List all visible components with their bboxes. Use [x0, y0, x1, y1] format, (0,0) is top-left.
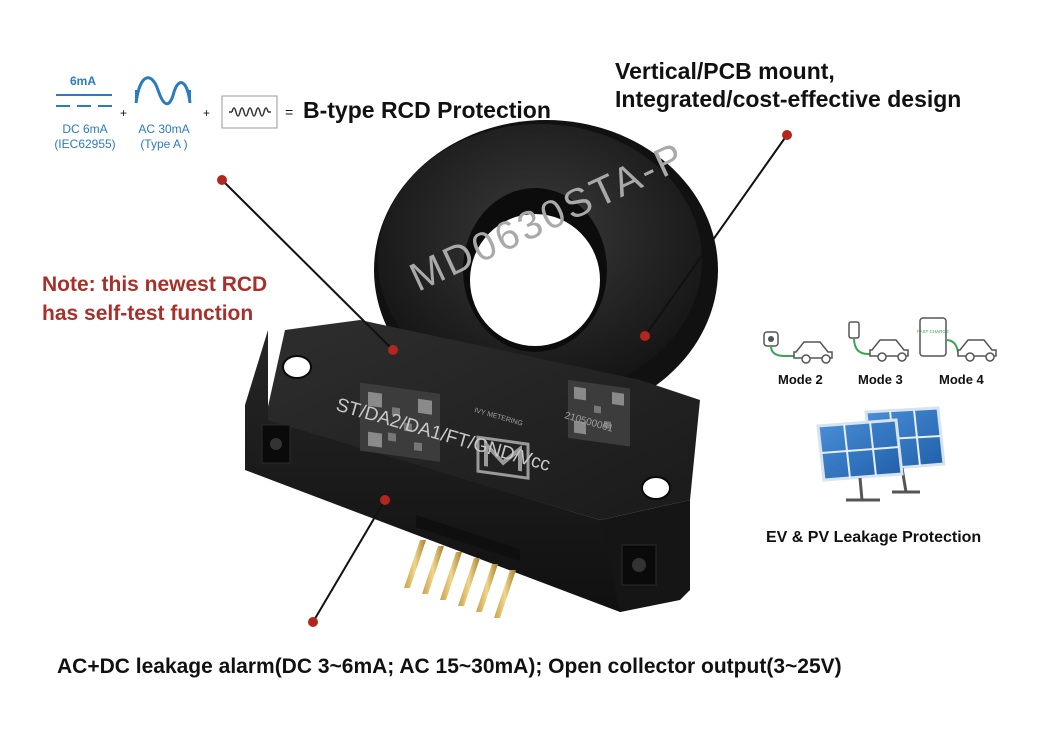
ac-label: AC 30mA (Type A ) — [128, 122, 200, 152]
note-line1: Note: this newest RCD — [42, 273, 268, 296]
note-line2: has self-test function — [42, 302, 254, 325]
ac-pulsating-wave-icon — [134, 76, 192, 106]
dc-symbol-icon — [56, 94, 112, 107]
dc-label-line2: (IEC62955) — [54, 137, 116, 151]
mode2-ev-icon — [763, 331, 833, 364]
mount-description: Vertical/PCB mount, Integrated/cost-effe… — [615, 57, 961, 113]
mode-3-label: Mode 3 — [858, 372, 903, 387]
coil-box-icon — [221, 95, 278, 129]
plus-sign-1: + — [120, 106, 128, 120]
plus-sign-2: + — [203, 106, 211, 120]
ev-pv-caption: EV & PV Leakage Protection — [766, 529, 982, 546]
leakage-alarm-caption: AC+DC leakage alarm(DC 3~6mA; AC 15~30mA… — [57, 655, 842, 678]
dc-label-line1: DC 6mA — [62, 122, 108, 136]
self-test-note: Note: this newest RCD has self-test func… — [42, 270, 267, 328]
equals-sign: = — [285, 104, 294, 120]
fast-charge-label: FAST CHARGE — [917, 329, 949, 334]
solar-panels-icon — [816, 406, 946, 502]
mode-2-label: Mode 2 — [778, 372, 823, 387]
qr-code-left — [360, 382, 440, 462]
ac-label-line2: (Type A ) — [140, 137, 188, 151]
dc-label: DC 6mA (IEC62955) — [46, 122, 124, 152]
rcd-sensor-device — [245, 120, 718, 618]
mode4-fast-charger-icon: FAST CHARGE — [917, 317, 997, 362]
mount-line1: Vertical/PCB mount, — [615, 58, 835, 84]
dc-6ma-top-label: 6mA — [69, 74, 96, 88]
qr-code-right — [568, 379, 630, 447]
mount-line2: Integrated/cost-effective design — [615, 86, 962, 112]
mode3-ev-icon — [848, 321, 909, 362]
callout-self-test — [217, 175, 398, 355]
pcb-pins — [404, 515, 520, 618]
callout-leakage-alarm — [308, 495, 390, 627]
ivy-metering-logo — [476, 435, 530, 480]
callout-vertical-mount — [640, 130, 792, 341]
ac-label-line1: AC 30mA — [138, 122, 190, 136]
mode-4-label: Mode 4 — [939, 372, 984, 387]
b-type-rcd-title: B-type RCD Protection — [303, 97, 551, 123]
